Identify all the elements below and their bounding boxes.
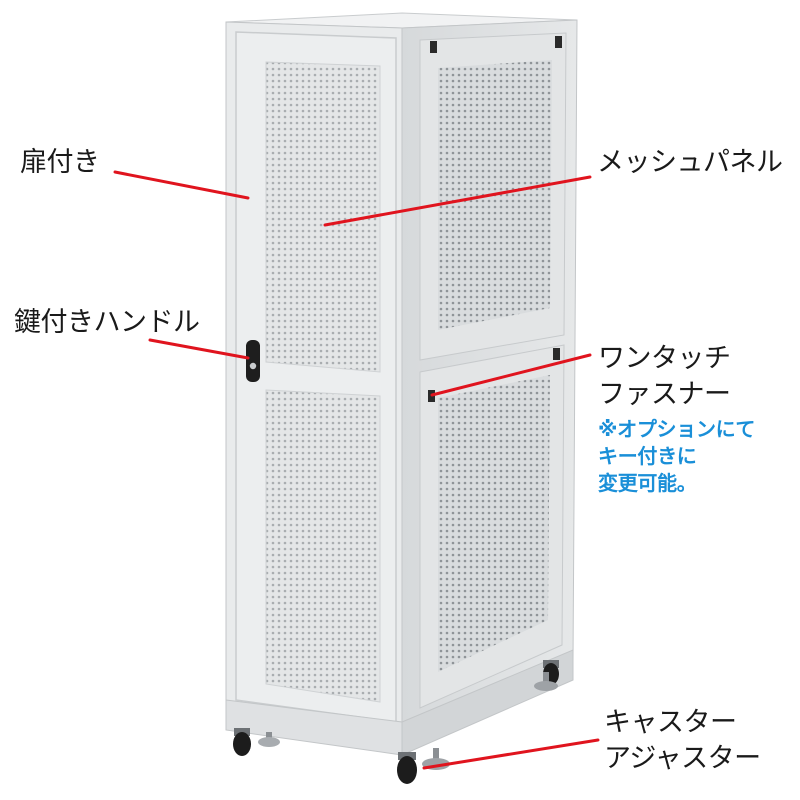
note-line3: 変更可能。 [598, 471, 697, 495]
cabinet-base-side [401, 649, 574, 756]
leader-caster [422, 738, 600, 770]
fastener-slot [553, 348, 560, 360]
label-caster-line1: キャスター [604, 707, 737, 738]
label-caster-line2: アジャスター [604, 743, 761, 774]
leader-door [113, 170, 250, 200]
adjuster-back [534, 672, 558, 691]
side-lower-mesh [438, 375, 550, 672]
caster-front-right [397, 752, 417, 784]
label-door: 扉付き [20, 147, 100, 178]
leader-fastener [430, 353, 592, 397]
door-lower-mesh [265, 389, 381, 703]
door-lock [249, 362, 257, 370]
label-key-handle: 鍵付きハンドル [14, 307, 200, 338]
leader-mesh-panel [323, 175, 592, 227]
fastener-slot [555, 36, 562, 48]
adjuster-middle [258, 732, 280, 747]
label-mesh-panel: メッシュパネル [597, 147, 783, 178]
door-upper-mesh [265, 61, 381, 373]
note-line2: キー付きに [598, 444, 697, 468]
note-line1: ※オプションにて [598, 417, 756, 441]
fastener-slot [430, 41, 437, 53]
caster-front-left [233, 728, 251, 756]
label-fastener-line1: ワンタッチ [598, 343, 731, 374]
door-handle [246, 340, 260, 382]
label-fastener-line2: ファスナー [598, 379, 731, 410]
leader-lines [113, 170, 600, 770]
leader-key-handle [148, 338, 250, 360]
